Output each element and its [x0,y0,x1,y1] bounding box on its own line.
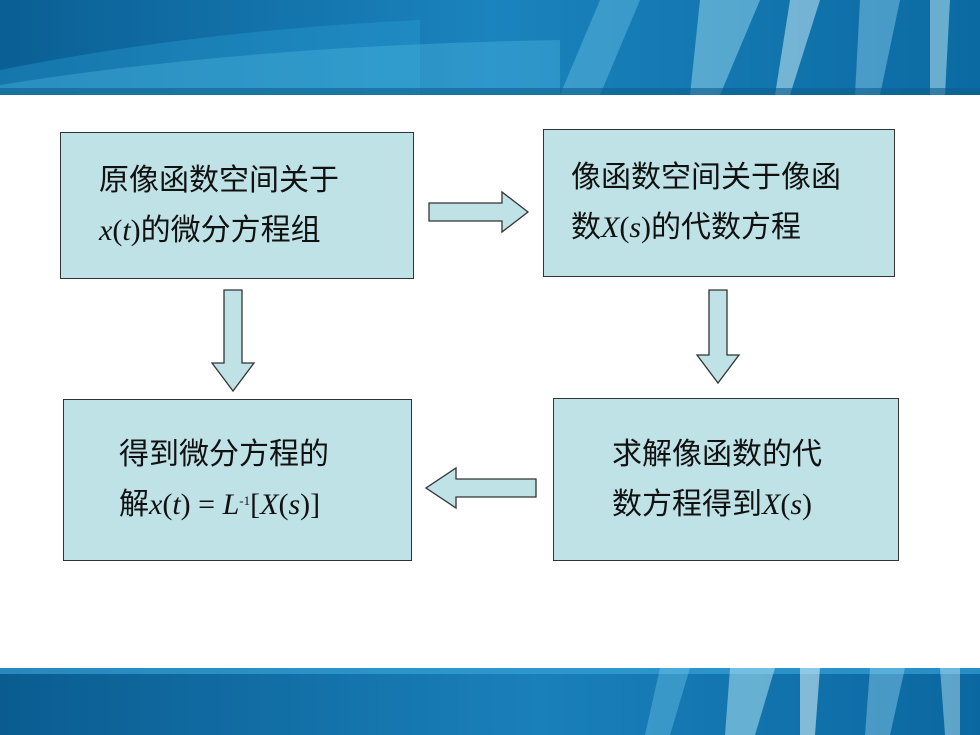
box-solve-algebraic: 求解像函数的代 数方程得到X(s) [553,398,899,561]
box-line-text: 的微分方程组 [140,212,321,248]
box-line-text: 的代数方程 [651,210,802,245]
box-line: 得到微分方程的 [119,437,329,472]
box-line-text: 数 [571,210,601,245]
arrow-right [428,190,530,234]
box-line: x(t)的微分方程组 [99,212,321,248]
box-line-text: 数方程得到 [612,486,762,522]
box-line-text: 解 [119,487,149,522]
footer-band [0,668,980,735]
box-original-function-ode: 原像函数空间关于 x(t)的微分方程组 [60,132,414,279]
header-band [0,0,980,95]
arrow-down-left [210,289,256,393]
box-line: 像函数空间关于像函 [571,160,841,195]
box-line: 原像函数空间关于 [99,162,339,198]
arrow-down-right [695,289,741,385]
box-image-function-algebraic: 像函数空间关于像函 数X(s)的代数方程 [543,129,895,277]
box-line: 数X(s)的代数方程 [571,210,802,245]
arrow-left [424,466,537,510]
box-line: 求解像函数的代 [612,436,822,472]
box-ode-solution: 得到微分方程的 解x(t) = L-1[X(s)] [63,399,412,561]
box-line: 数方程得到X(s) [612,486,813,522]
box-line: 解x(t) = L-1[X(s)] [119,487,321,522]
